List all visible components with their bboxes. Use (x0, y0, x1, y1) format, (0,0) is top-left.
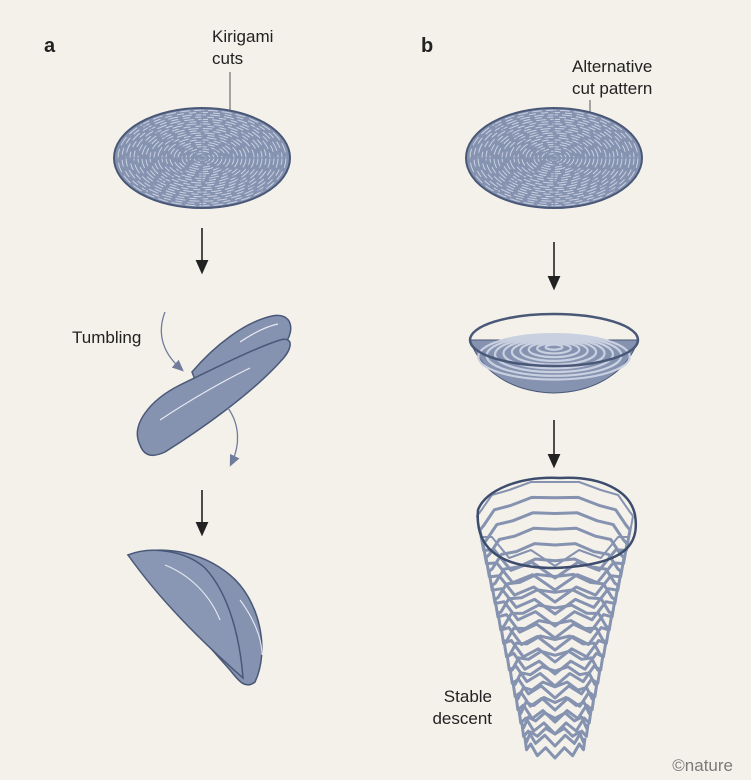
kirigami-disc-a (113, 107, 291, 209)
bowl-ring (536, 342, 572, 355)
cut-spoke (139, 121, 203, 159)
bowl-ring (493, 335, 615, 374)
bowl-shape (468, 312, 640, 394)
tumbling-disc (136, 311, 292, 467)
stable-label-line1: Stable (444, 687, 492, 706)
disc-rim (113, 107, 291, 209)
bowl-ring (510, 338, 598, 366)
bowl-ring (477, 332, 631, 381)
nature-credit: ©nature (672, 756, 733, 775)
tumbling-label: Tumbling (72, 328, 141, 347)
net-top-rim (476, 476, 638, 570)
alternative-label-line1: Alternative (572, 57, 652, 76)
tumble-arrow-1 (160, 311, 184, 372)
tumble-arrow-2 (227, 407, 240, 467)
panel-label-b: b (421, 35, 433, 57)
kirigami-disc-b (465, 107, 643, 209)
panel-label-a: a (44, 35, 56, 57)
kirigami-label-line1: Kirigami (212, 27, 273, 46)
kirigami-label-line2: cuts (212, 49, 243, 68)
cut-spoke (491, 121, 555, 159)
cut-spoke (201, 157, 265, 195)
cut-spoke (139, 157, 203, 195)
alternative-label-line2: cut pattern (572, 79, 652, 98)
folded-disc (126, 549, 263, 686)
cut-spoke (491, 157, 555, 195)
net-ring (520, 711, 590, 748)
net-ring (523, 726, 587, 760)
bowl-ring (502, 336, 606, 370)
bowl-ring (544, 343, 564, 351)
cut-spoke (201, 121, 265, 159)
cut-spoke (553, 121, 617, 159)
stable-label-line2: descent (432, 709, 492, 728)
net-ring (502, 619, 608, 676)
stable-descent-net (476, 476, 638, 760)
bowl-ring (519, 339, 589, 363)
bowl-ring (527, 340, 581, 359)
disc-rim (465, 107, 643, 209)
cut-spoke (553, 157, 617, 195)
